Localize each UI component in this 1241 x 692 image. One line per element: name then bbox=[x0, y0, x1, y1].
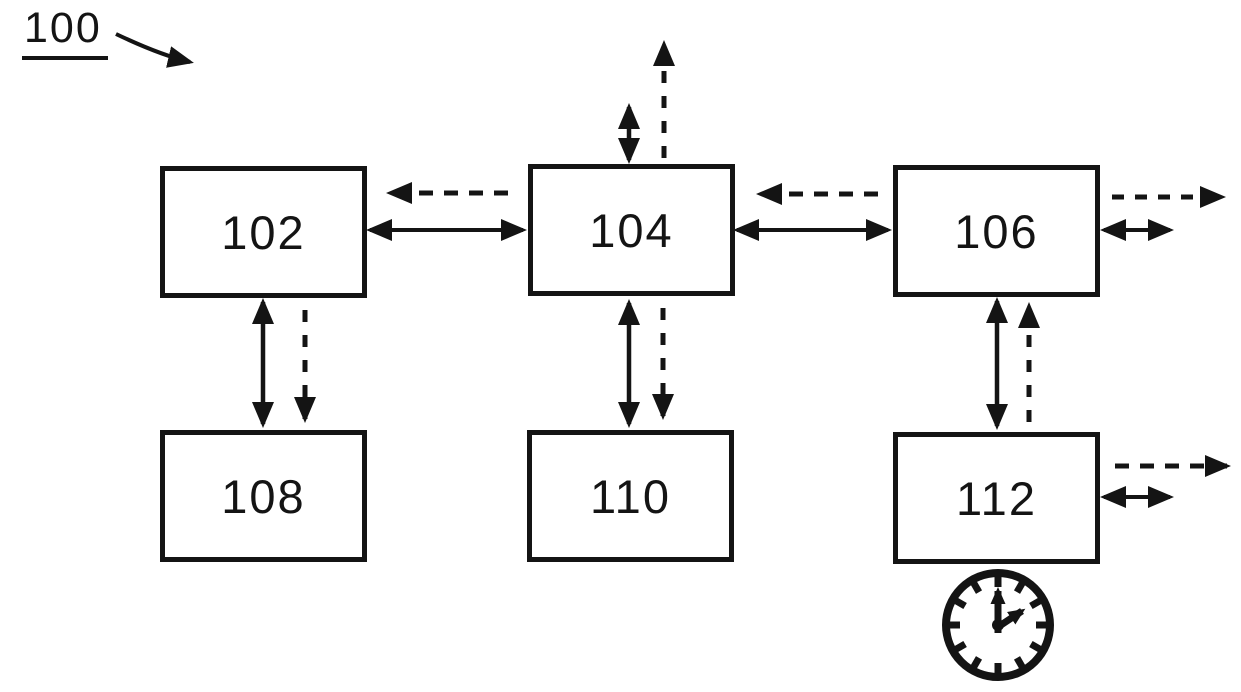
block-102: 102 bbox=[160, 166, 367, 298]
block-104-label: 104 bbox=[589, 203, 674, 257]
block-108: 108 bbox=[160, 430, 367, 562]
figure-reference-label: 100 bbox=[22, 4, 108, 60]
block-112-label: 112 bbox=[956, 471, 1037, 525]
block-102-label: 102 bbox=[221, 205, 306, 259]
figure-reference-text: 100 bbox=[24, 4, 102, 52]
block-106-label: 106 bbox=[954, 204, 1039, 258]
block-108-label: 108 bbox=[221, 469, 306, 523]
block-104: 104 bbox=[528, 164, 735, 296]
block-110: 110 bbox=[527, 430, 734, 562]
block-110-label: 110 bbox=[590, 469, 671, 523]
reference-pointer-arrow bbox=[115, 32, 194, 68]
block-112: 112 bbox=[893, 432, 1100, 564]
block-106: 106 bbox=[893, 165, 1100, 297]
clock-icon bbox=[942, 569, 1054, 681]
